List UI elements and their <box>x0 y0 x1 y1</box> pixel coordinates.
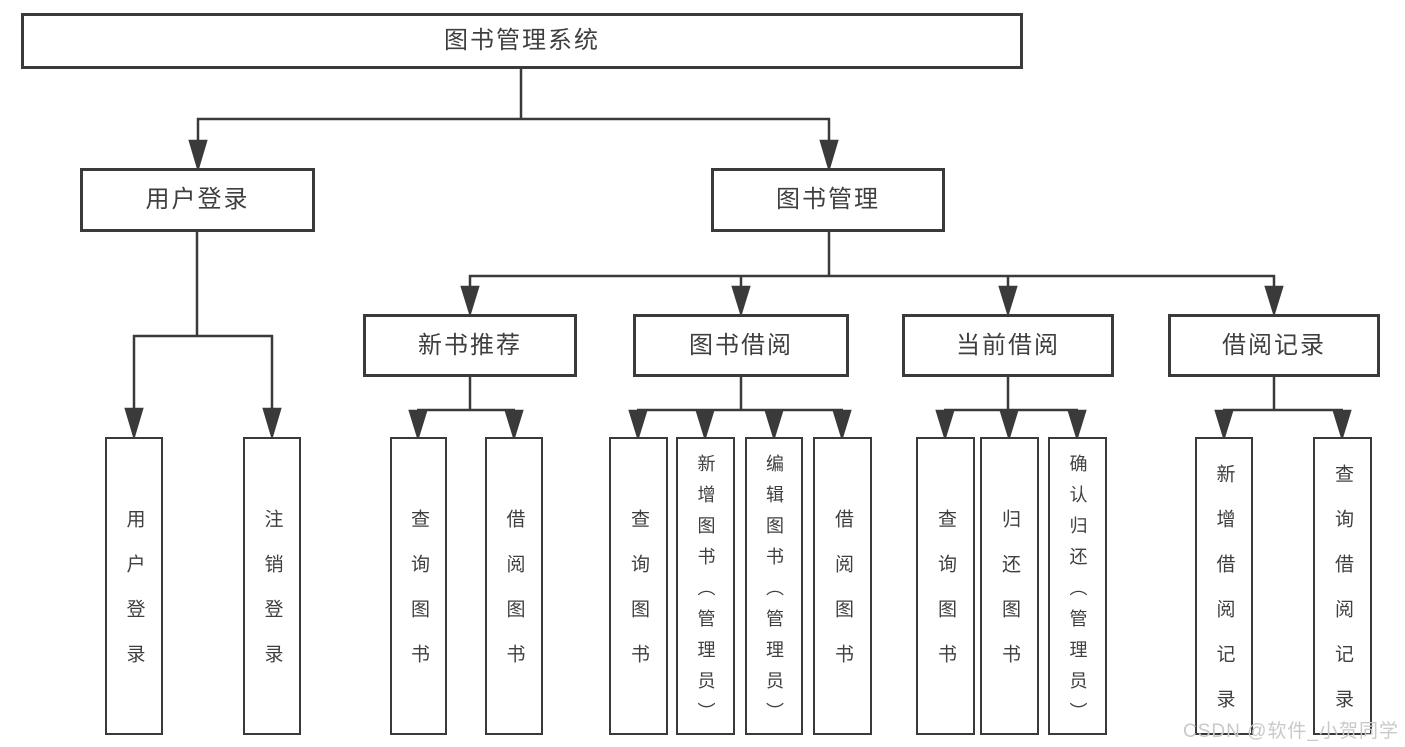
arrowhead-book-management <box>819 139 839 173</box>
leaf-newbook-query-books: 查询图书 <box>390 437 447 735</box>
node-label: 图书借阅 <box>689 331 793 359</box>
leaf-borrow-books: 借阅图书 <box>813 437 872 735</box>
leaf-query-borrow-record: 查询借阅记录 <box>1313 437 1372 735</box>
arrowhead-new-book <box>460 285 480 318</box>
leaf-label: 借阅图书 <box>832 509 853 689</box>
arrowhead-book-borrow <box>731 285 751 318</box>
leaf-user-login: 用户登录 <box>105 437 163 735</box>
leaf-label: 注销登录 <box>261 509 283 689</box>
arrowhead-user-login <box>188 139 208 173</box>
leaf-newbook-borrow-books: 借阅图书 <box>485 437 543 735</box>
node-new-book-recommend: 新书推荐 <box>363 314 577 377</box>
node-book-borrow: 图书借阅 <box>633 314 849 377</box>
leaf-label: 归还图书 <box>999 509 1020 689</box>
arrowhead-leaf-logout <box>262 407 282 441</box>
leaf-add-borrow-record: 新增借阅记录 <box>1195 437 1253 735</box>
leaf-label: 编辑图书（管理员） <box>764 453 784 733</box>
arrowhead-borrow-records <box>1264 285 1284 318</box>
node-current-borrow: 当前借阅 <box>902 314 1114 377</box>
node-label: 图书管理 <box>776 186 880 213</box>
leaf-label: 确认归还（管理员） <box>1067 453 1088 733</box>
leaf-return-books: 归还图书 <box>980 437 1039 735</box>
leaf-borrow-query-books: 查询图书 <box>609 437 668 735</box>
node-borrow-records: 借阅记录 <box>1168 314 1380 377</box>
node-library-management-system: 图书管理系统 <box>21 13 1023 69</box>
arrowhead-leaf-login <box>124 407 144 441</box>
node-user-login: 用户登录 <box>80 168 315 232</box>
leaf-add-books-admin: 新增图书（管理员） <box>676 437 735 735</box>
leaf-label: 查询图书 <box>628 509 649 689</box>
csdn-watermark: CSDN @软件_小贺同学 <box>1183 721 1399 742</box>
node-book-management: 图书管理 <box>711 168 945 232</box>
arrowhead-current-borrow <box>998 285 1018 318</box>
leaf-label: 查询图书 <box>935 509 956 689</box>
leaf-label: 新增图书（管理员） <box>695 453 716 733</box>
leaf-edit-books-admin: 编辑图书（管理员） <box>745 437 803 735</box>
node-label: 用户登录 <box>145 186 250 213</box>
node-label: 图书管理系统 <box>444 27 600 54</box>
node-label: 借阅记录 <box>1222 331 1326 359</box>
leaf-confirm-return-admin: 确认归还（管理员） <box>1048 437 1107 735</box>
node-label: 当前借阅 <box>956 331 1060 359</box>
leaf-label: 新增借阅记录 <box>1213 464 1235 734</box>
leaf-label: 用户登录 <box>123 509 145 689</box>
leaf-logout: 注销登录 <box>243 437 301 735</box>
leaf-label: 查询图书 <box>408 509 429 689</box>
leaf-label: 借阅图书 <box>503 509 525 689</box>
leaf-label: 查询借阅记录 <box>1332 464 1353 734</box>
leaf-current-query-books: 查询图书 <box>916 437 975 735</box>
node-label: 新书推荐 <box>418 331 522 359</box>
